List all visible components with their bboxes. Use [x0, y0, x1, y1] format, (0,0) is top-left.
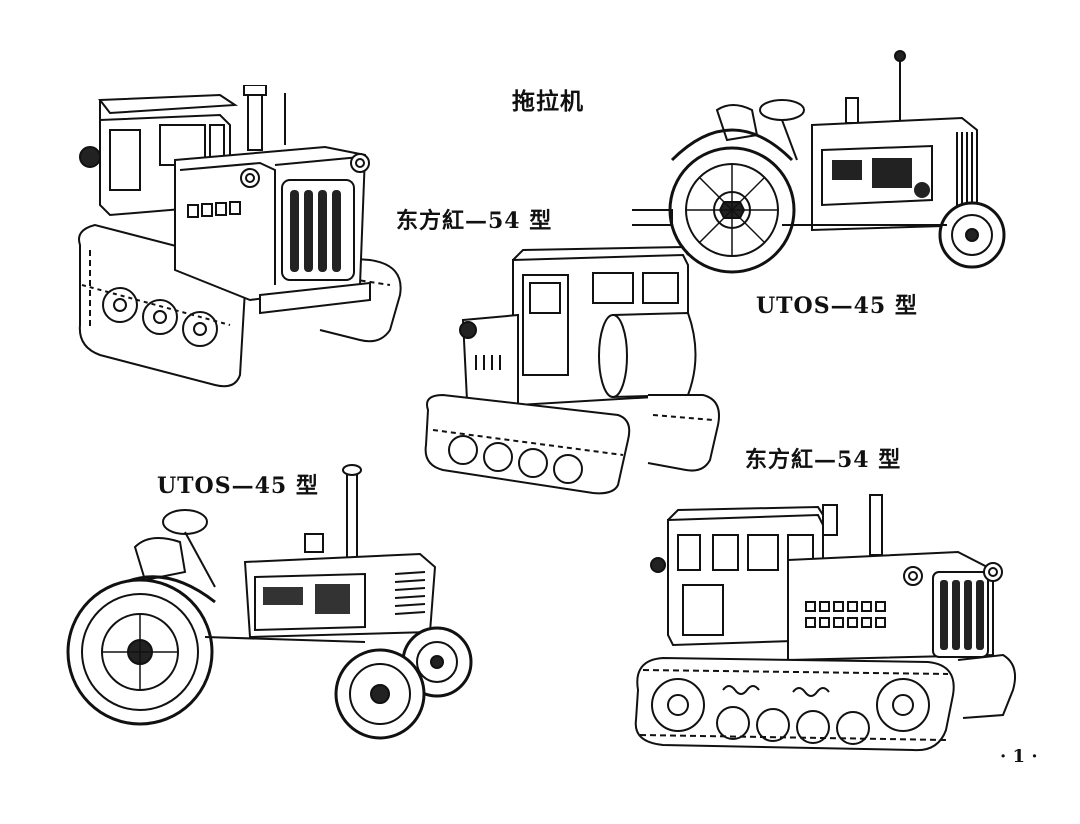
wheeled-tractor-bottom-left-illustration	[65, 462, 485, 760]
crawler-tractor-bottom-right-illustration	[628, 490, 1020, 758]
crawler-tractor-center-illustration	[418, 245, 728, 500]
page-title: 拖拉机	[512, 88, 584, 115]
page-number: · 1 ·	[1000, 746, 1038, 767]
label-crawler-bottom-right: 东方紅—54 型	[745, 447, 902, 473]
label-wheeled-top-right: UTOS—45 型	[756, 293, 918, 319]
label-wheeled-bottom-left: UTOS—45 型	[157, 473, 319, 499]
label-crawler-top-left: 东方紅—54 型	[396, 208, 553, 234]
crawler-tractor-top-left-illustration	[70, 85, 415, 395]
wheeled-tractor-top-right-illustration	[632, 50, 1012, 280]
